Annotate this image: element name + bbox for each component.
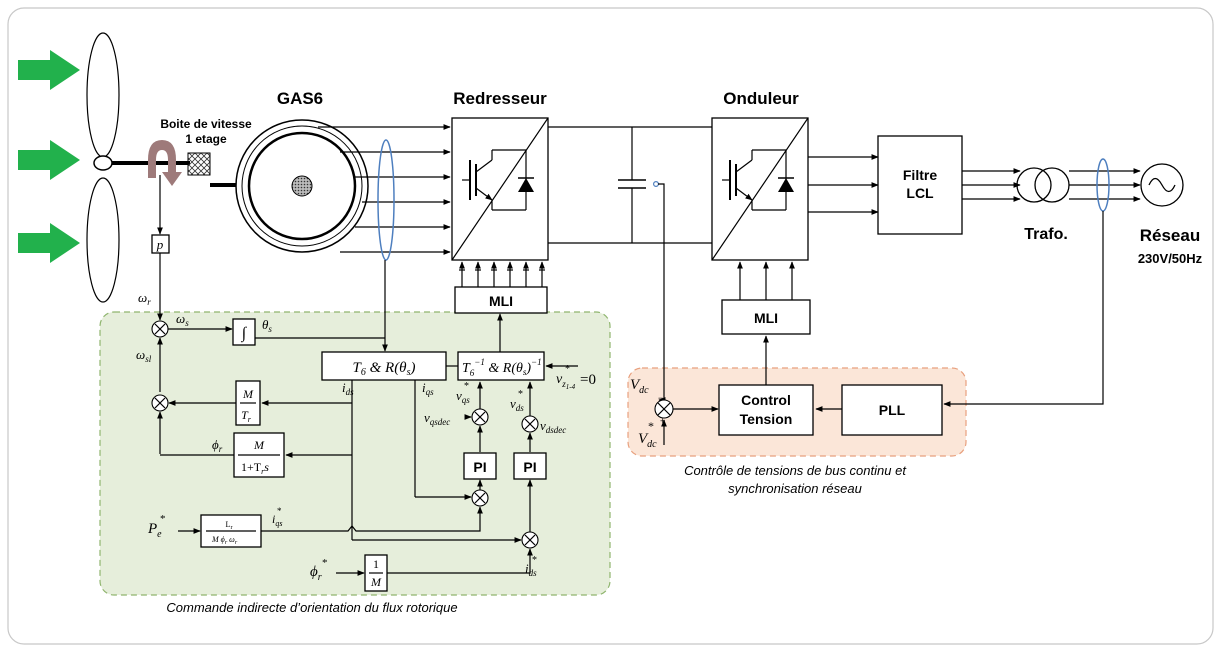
grid-source-icon — [1140, 163, 1184, 207]
inverse-park-transform-label: T6−1 & R(θs)−1 — [462, 357, 542, 378]
flux-tf-den: 1+Trs — [241, 460, 269, 476]
phir-star-mark: * — [322, 557, 328, 569]
rotor-flux-caption: Commande indirecte d’orientation du flux… — [166, 600, 457, 615]
mli-left-block — [454, 286, 548, 314]
pll-label: PLL — [879, 402, 906, 418]
gearbox-stage-label: 1 etage — [185, 132, 227, 146]
ids-star-mark: * — [532, 555, 537, 566]
igbt-icon — [462, 149, 534, 211]
phir-star-label: ϕr — [310, 564, 322, 583]
pe-star-mark: * — [160, 513, 166, 525]
mli-left-label: MLI — [489, 293, 513, 309]
pole-pairs-label: p — [156, 237, 164, 252]
ids-label: ids — [342, 380, 354, 397]
gain-m-tr-num: M — [242, 387, 254, 401]
control-tension-label-2: Tension — [740, 411, 793, 427]
lcl-filter-type-label: LCL — [906, 185, 934, 201]
svg-text:−: − — [658, 393, 663, 403]
pe-star-label: Pe — [147, 521, 162, 540]
vqs-star-label: vqs — [456, 388, 470, 405]
transformer-label: Trafo. — [1024, 226, 1068, 243]
pll-block — [841, 384, 943, 436]
vdc-label: Vdc — [630, 377, 649, 396]
iqs-star-label: iqs — [272, 512, 282, 528]
gearbox-icon — [187, 152, 211, 176]
park-transform-block — [321, 351, 447, 381]
rectifier-gate-signals — [459, 261, 545, 287]
iqs-ref-den: M ϕr ωr — [211, 535, 238, 546]
omega-r-label: ωr — [138, 290, 151, 307]
dc-bus-caption-2: synchronisation réseau — [728, 481, 862, 496]
wind-arrow-icon — [18, 50, 80, 263]
grid-rating-label: 230V/50Hz — [1138, 251, 1203, 266]
pi-d-block — [513, 452, 547, 480]
vds-star-label: vds — [510, 396, 524, 413]
pi-d-label: PI — [523, 459, 536, 475]
iqs-ref-num: Lr — [226, 520, 233, 531]
gear-rotation-icon — [148, 140, 182, 186]
svg-text:+: + — [660, 416, 665, 426]
vz-star-mark: * — [565, 364, 570, 375]
park-transform-label: T6 & R(θs) — [353, 360, 416, 378]
vdsdec-label: vdsdec — [540, 418, 566, 435]
lcl-filter-label: Filtre — [903, 167, 937, 183]
rectifier-label: Redresseur — [453, 89, 547, 108]
ids-ref-num: 1 — [373, 557, 379, 571]
iqs-star-mark: * — [277, 506, 282, 516]
vdc-star-mark: * — [648, 419, 654, 433]
gas6-label: GAS6 — [277, 89, 323, 108]
gearbox-label: Boite de vitesse — [160, 117, 252, 131]
pi-q-block — [463, 452, 497, 480]
flux-tf-num: M — [253, 438, 265, 452]
integrator-block — [232, 318, 256, 346]
current-sensor-ellipse — [377, 139, 395, 261]
ids-ref-den: M — [370, 575, 382, 589]
lcl-filter-block — [877, 135, 963, 235]
pi-q-label: PI — [473, 459, 486, 475]
omega-sl-label: ωsl — [136, 347, 152, 364]
dc-bus-caption: Contrôle de tensions de bus continu et — [684, 463, 907, 478]
six-phase-lines — [318, 124, 451, 255]
control-tension-label: Control — [741, 392, 791, 408]
vqs-star-mark: * — [464, 381, 469, 392]
vqsdec-label: vqsdec — [424, 410, 450, 427]
mli-right-block — [721, 299, 811, 335]
mli-right-label: MLI — [754, 310, 778, 326]
grid-label: Réseau — [1140, 226, 1200, 245]
inverter-label: Onduleur — [723, 89, 799, 108]
vdc-star-label: Vdc — [638, 431, 657, 450]
inverse-park-transform-block — [457, 351, 545, 381]
phi-r-label: ϕr — [212, 437, 223, 454]
vds-star-mark: * — [518, 389, 523, 400]
omega-s-label: ωs — [176, 311, 189, 328]
vz-equals-zero: =0 — [580, 372, 596, 388]
gain-m-tr-den: Tr — [241, 408, 252, 424]
vz-star-label: vz1-4 — [556, 372, 576, 391]
control-tension-block — [718, 384, 814, 436]
theta-s-label: θs — [262, 317, 272, 334]
igbt-icon — [722, 149, 794, 211]
integrator-symbol: ∫ — [241, 325, 248, 343]
dc-voltage-probe — [652, 181, 659, 188]
ids-star-label: ids — [525, 561, 537, 578]
iqs-label: iqs — [422, 380, 434, 397]
gas6-generator — [235, 119, 369, 253]
